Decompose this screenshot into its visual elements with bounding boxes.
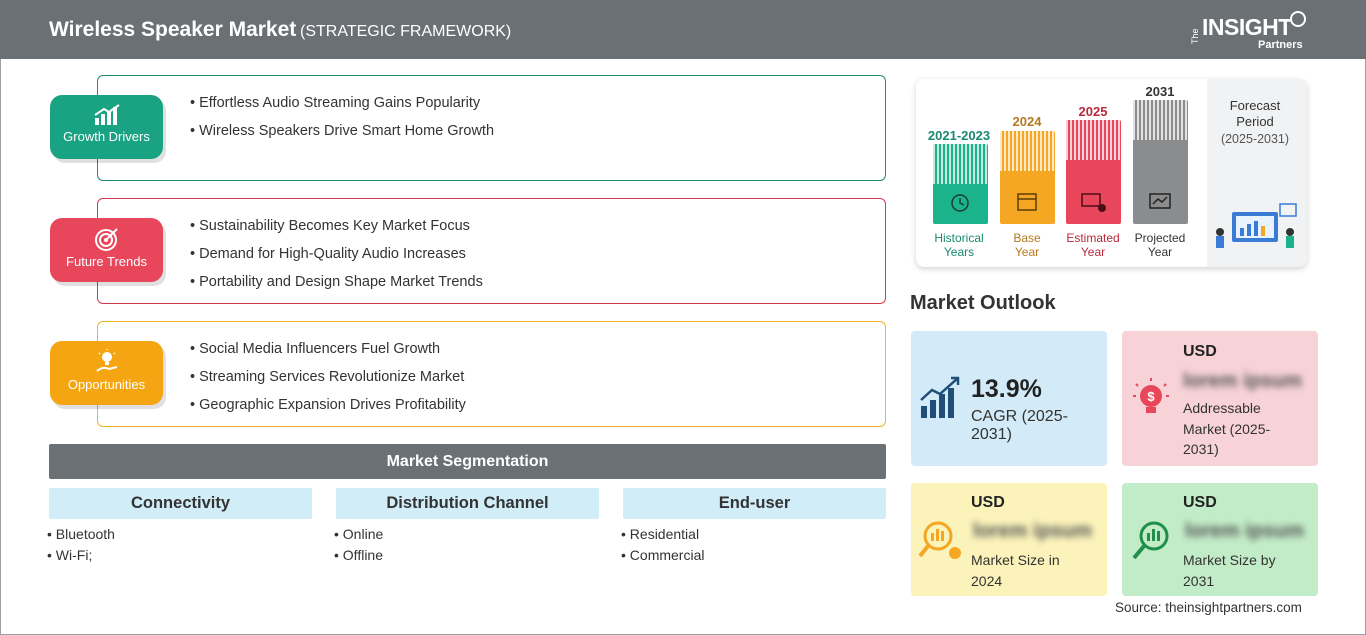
timeline-bar-base xyxy=(1000,131,1055,224)
size2031-value: lorem ipsum xyxy=(1185,520,1304,542)
analyst-illustration-icon xyxy=(1216,203,1297,248)
opportunities-badge: Opportunities xyxy=(50,341,163,405)
list-item: Sustainability Becomes Key Market Focus xyxy=(190,218,885,246)
badge-label: Opportunities xyxy=(67,377,146,392)
insight-partners-logo: The INSIGHT Partners xyxy=(1188,8,1328,54)
timeline-year: 2031 xyxy=(1145,84,1175,99)
opportunities-card: Social Media Influencers Fuel Growth Str… xyxy=(97,321,886,427)
forecast-label: Forecast Period xyxy=(1229,98,1281,129)
lightbulb-hand-icon xyxy=(95,349,117,372)
list-item: Social Media Influencers Fuel Growth xyxy=(190,341,885,369)
size2031-label: Market Size by 2031 xyxy=(1183,552,1276,589)
timeline-label-historical: Historical Years xyxy=(934,231,984,259)
segmentation-title: Market Segmentation xyxy=(49,444,886,479)
list-item: Wireless Speakers Drive Smart Home Growt… xyxy=(190,123,885,151)
segment-header-end-user: End-user xyxy=(623,488,886,519)
list-item: Demand for High-Quality Audio Increases xyxy=(190,246,885,274)
target-icon xyxy=(94,228,118,251)
source-note: Source: theinsightpartners.com xyxy=(1115,600,1302,615)
estimate-icon xyxy=(1081,193,1106,212)
header-bar: Wireless Speaker Market (STRATEGIC FRAME… xyxy=(0,0,1366,59)
addressable-usd: USD xyxy=(1183,343,1217,360)
cagr-label: CAGR (2025-2031) xyxy=(971,408,1068,443)
projection-icon xyxy=(1149,193,1171,209)
future-trends-card: Sustainability Becomes Key Market Focus … xyxy=(97,198,886,304)
calendar-icon xyxy=(1017,193,1037,211)
page-title: Wireless Speaker Market xyxy=(49,18,297,41)
list-item: Streaming Services Revolutionize Market xyxy=(190,369,885,397)
timeline-bar-projected xyxy=(1133,100,1188,224)
timeline-year: 2025 xyxy=(1078,104,1108,119)
segment-header-connectivity: Connectivity xyxy=(49,488,312,519)
logo-magnifier-icon xyxy=(1290,11,1306,27)
cagr-value: 13.9% xyxy=(971,375,1042,403)
list-item: Commercial xyxy=(621,547,705,568)
list-item: Effortless Audio Streaming Gains Popular… xyxy=(190,95,885,123)
addressable-value: lorem ipsum xyxy=(1183,370,1302,392)
distribution-list: Online Offline xyxy=(334,526,383,568)
growth-drivers-card: Effortless Audio Streaming Gains Popular… xyxy=(97,75,886,181)
addressable-label: Addressable Market (2025-2031) xyxy=(1183,400,1271,457)
list-item: Wi-Fi; xyxy=(47,547,115,568)
connectivity-list: Bluetooth Wi-Fi; xyxy=(47,526,115,568)
size2024-usd: USD xyxy=(971,494,1005,511)
history-icon xyxy=(951,194,969,212)
list-item: Geographic Expansion Drives Profitabilit… xyxy=(190,397,885,425)
badge-label: Growth Drivers xyxy=(63,129,150,144)
size2031-usd: USD xyxy=(1183,494,1217,511)
list-item: Portability and Design Shape Market Tren… xyxy=(190,274,885,302)
timeline-year: 2024 xyxy=(1012,114,1042,129)
segment-header-distribution: Distribution Channel xyxy=(336,488,599,519)
timeline-bar-estimated xyxy=(1066,120,1121,224)
badge-label: Future Trends xyxy=(66,254,147,269)
svg-text:$: $ xyxy=(1147,389,1155,404)
list-item: Residential xyxy=(621,526,704,547)
timeline-year: 2021-2023 xyxy=(927,128,991,143)
market-outlook-title: Market Outlook xyxy=(910,292,1056,314)
page-subtitle: (STRATEGIC FRAMEWORK) xyxy=(300,23,512,40)
chart-growth-icon xyxy=(93,104,120,125)
size2024-value: lorem ipsum xyxy=(973,520,1092,542)
idea-dollar-icon: $ xyxy=(1133,378,1169,413)
magnifier-chart-icon xyxy=(1132,521,1169,560)
timeline-label-base: Base Year xyxy=(1013,231,1041,259)
list-item: Bluetooth xyxy=(47,526,115,547)
end-user-list: Residential Commercial xyxy=(621,526,705,568)
timeline-label-projected: Projected Year xyxy=(1134,231,1186,259)
list-item: Online xyxy=(334,526,383,547)
future-trends-badge: Future Trends xyxy=(50,218,163,282)
timeline-bar-historical xyxy=(933,144,988,224)
forecast-years: (2025-2031) xyxy=(1220,132,1290,146)
timeline-label-estimated: Estimated Year xyxy=(1066,231,1120,259)
growth-drivers-badge: Growth Drivers xyxy=(50,95,163,159)
size2024-label: Market Size in 2024 xyxy=(971,552,1060,589)
list-item: Offline xyxy=(334,547,383,568)
growth-chart-icon xyxy=(920,376,960,418)
magnifier-dollar-icon xyxy=(918,521,961,559)
